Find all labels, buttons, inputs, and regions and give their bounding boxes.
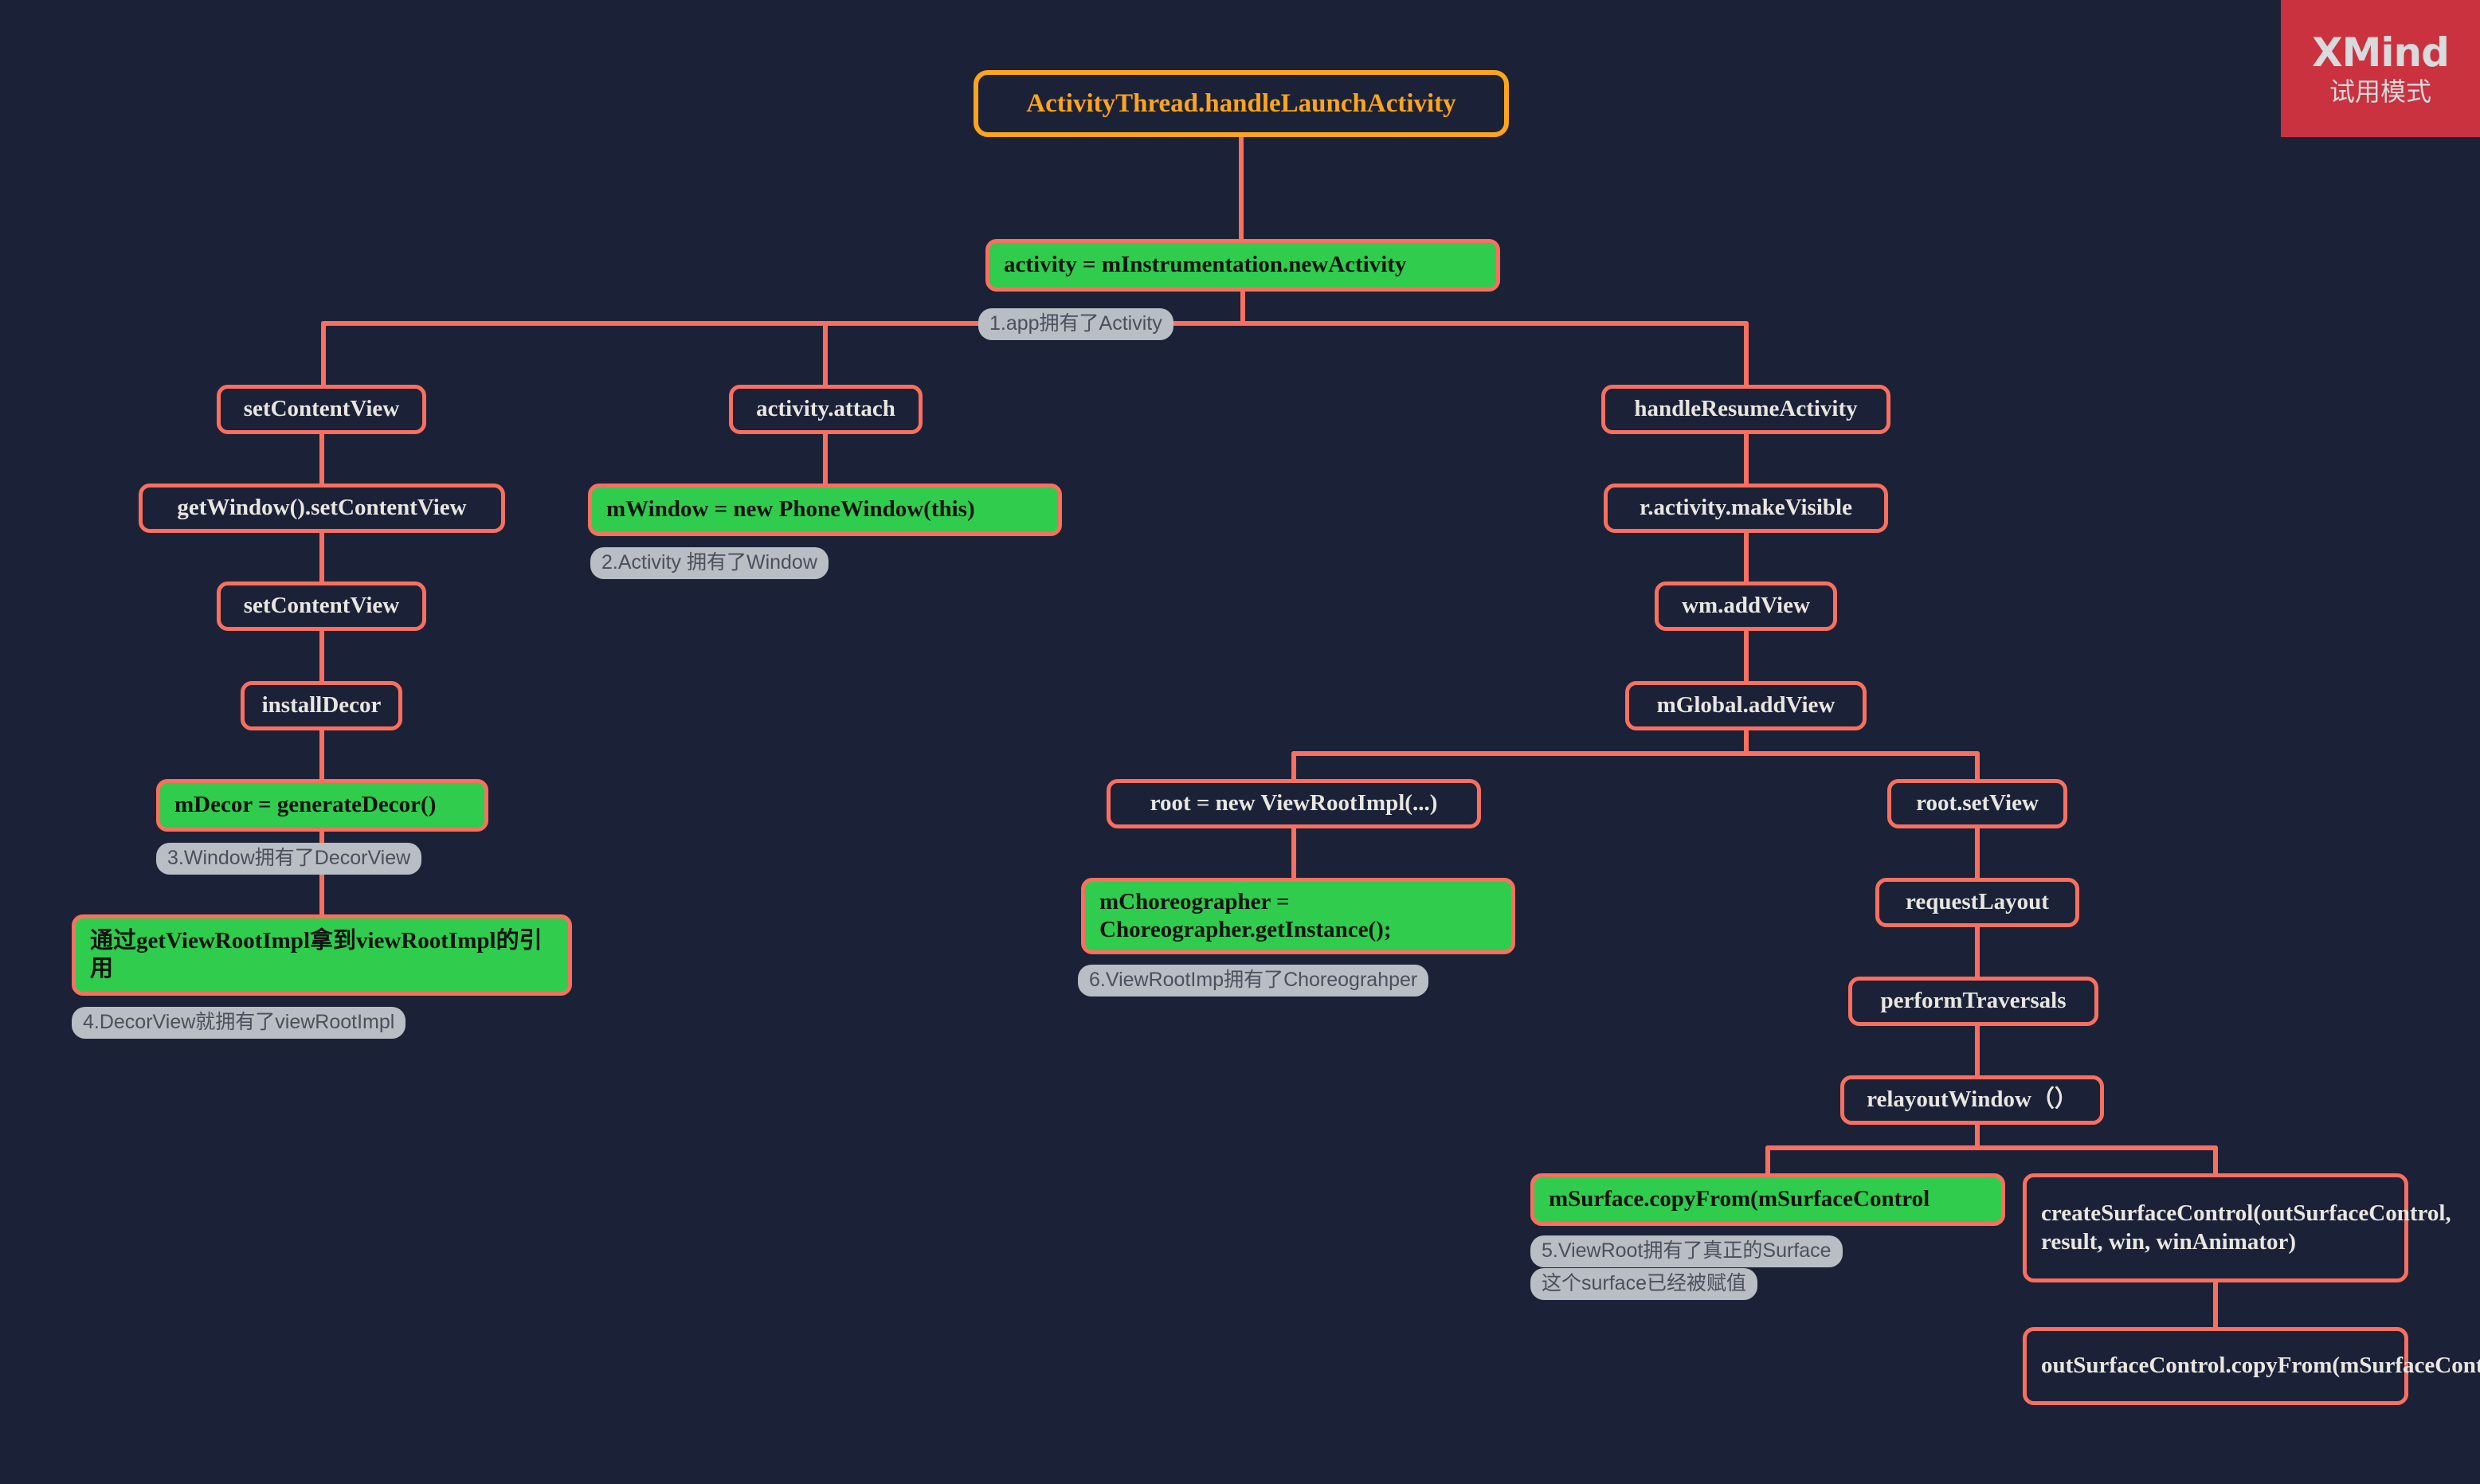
mindmap-node-relayoutWindow[interactable]: relayoutWindow（）: [1840, 1075, 2104, 1125]
node-label-label5[interactable]: 5.ViewRoot拥有了真正的Surface: [1530, 1235, 1843, 1267]
node-label-label3[interactable]: 3.Window拥有了DecorView: [156, 843, 422, 875]
connector-13: [1291, 751, 1980, 781]
node-label-label7[interactable]: 这个surface已经被赋值: [1530, 1268, 1757, 1300]
connector-12: [1291, 728, 1980, 756]
mindmap-node-outSurfaceCopy[interactable]: outSurfaceControl.copyFrom(mSurfaceContr…: [2023, 1327, 2480, 1405]
mindmap-node-getViewRootImpl[interactable]: 通过getViewRootImpl拿到viewRootImpl的引用: [72, 914, 572, 996]
mindmap-node-root[interactable]: ActivityThread.handleLaunchActivity: [974, 70, 1509, 137]
node-label-label1[interactable]: 1.app拥有了Activity: [978, 308, 1173, 340]
mindmap-node-activityAttach[interactable]: activity.attach: [729, 385, 923, 434]
mindmap-node-phoneWindow[interactable]: mWindow = new PhoneWindow(this): [588, 484, 1062, 536]
mindmap-node-installDecor[interactable]: installDecor: [241, 681, 402, 730]
mindmap-node-setContentView2[interactable]: setContentView: [217, 581, 426, 631]
mindmap-node-handleResume[interactable]: handleResumeActivity: [1601, 385, 1890, 434]
mindmap-node-wmAddView[interactable]: wm.addView: [1655, 581, 1837, 631]
node-label-label2[interactable]: 2.Activity 拥有了Window: [590, 547, 829, 579]
node-label-label6[interactable]: 6.ViewRootImp拥有了Choreograhper: [1078, 965, 1429, 997]
connector-18: [1765, 1122, 2218, 1150]
mindmap-node-makeVisible[interactable]: r.activity.makeVisible: [1604, 484, 1888, 533]
mindmap-node-createSurfaceCtl[interactable]: createSurfaceControl(outSurfaceControl, …: [2023, 1173, 2451, 1282]
xmind-watermark: XMind 试用模式: [2281, 0, 2480, 137]
mindmap-node-generateDecor[interactable]: mDecor = generateDecor(): [156, 779, 488, 832]
mindmap-node-newViewRootImpl[interactable]: root = new ViewRootImpl(...): [1107, 779, 1481, 828]
watermark-brand: XMind: [2312, 29, 2450, 76]
mindmap-node-choreographer[interactable]: mChoreographer = Choreographer.getInstan…: [1081, 878, 1515, 954]
mindmap-node-setContentView1[interactable]: setContentView: [217, 385, 426, 434]
mindmap-node-getWindowSCV[interactable]: getWindow().setContentView: [139, 484, 505, 533]
mindmap-node-performTraversals[interactable]: performTraversals: [1848, 977, 2098, 1026]
mindmap-node-mGlobalAddView[interactable]: mGlobal.addView: [1625, 681, 1867, 730]
mindmap-node-rootSetView[interactable]: root.setView: [1887, 779, 2067, 828]
watermark-mode: 试用模式: [2329, 76, 2431, 107]
mindmap-node-surfaceCopyFrom[interactable]: mSurface.copyFrom(mSurfaceControl: [1530, 1173, 2005, 1226]
mindmap-node-requestLayout[interactable]: requestLayout: [1875, 878, 2079, 927]
node-label-label4[interactable]: 4.DecorView就拥有了viewRootImpl: [72, 1007, 406, 1039]
connector-19: [1765, 1145, 2218, 1176]
mindmap-node-newActivity[interactable]: activity = mInstrumentation.newActivity: [985, 239, 1500, 292]
